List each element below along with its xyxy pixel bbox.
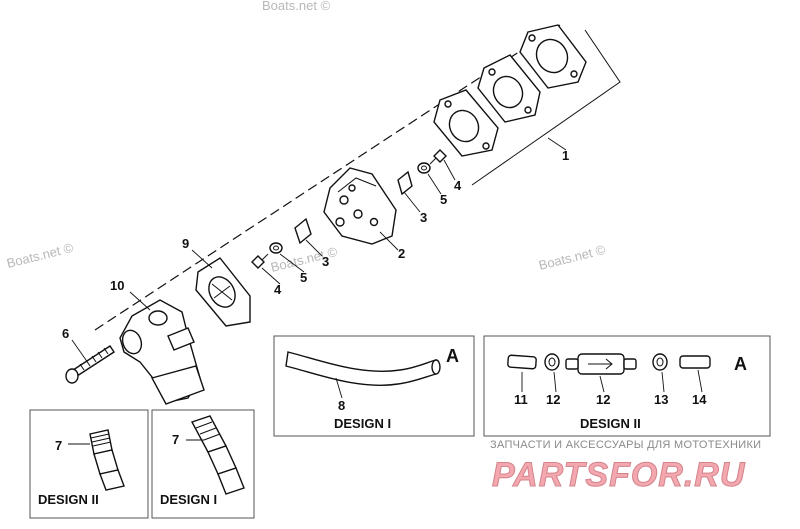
gasket-group-bracket: [471, 29, 621, 186]
design-label: DESIGN II: [38, 492, 99, 507]
screw-upper: [429, 149, 447, 165]
shop-brand-logo: PARTSFOR.RU: [492, 456, 746, 494]
screw-lower: [251, 253, 269, 269]
callout: 12: [596, 392, 610, 407]
callout: 7: [172, 432, 179, 447]
leader-12: [553, 371, 557, 393]
leader-13: [599, 375, 605, 393]
callout: 8: [338, 398, 345, 413]
gasket-middle: [477, 54, 541, 123]
design-i-box-left: [151, 409, 255, 519]
watermark: Boats.net ©: [262, 0, 331, 13]
design-label: DESIGN I: [160, 492, 217, 507]
gasket-small: [433, 89, 499, 157]
leader-4: [261, 267, 281, 285]
watermark: Boats.net ©: [5, 240, 75, 271]
callout: 4: [454, 178, 462, 193]
leader-1: [547, 137, 567, 151]
leader-3: [403, 191, 421, 213]
design-label: DESIGN I: [334, 416, 391, 431]
shop-tagline: ЗАПЧАСТИ И АКСЕССУАРЫ ДЛЯ МОТОТЕХНИКИ: [490, 439, 761, 451]
connector-mark-a: A: [734, 354, 747, 374]
fuel-pump-body: [323, 167, 397, 245]
callout: 12: [546, 392, 560, 407]
design-label: DESIGN II: [580, 416, 641, 431]
gasket-large: [519, 24, 587, 89]
callout: 9: [182, 236, 189, 251]
leader-10: [129, 291, 151, 311]
leader-3: [305, 239, 323, 257]
bolt: [65, 345, 115, 384]
connector-mark-a: A: [446, 346, 459, 366]
leader-8: [335, 377, 343, 399]
callout: 7: [55, 438, 62, 453]
callout: 3: [322, 254, 329, 269]
hose-clamp-right: [652, 353, 668, 371]
callout: 4: [274, 282, 282, 297]
callout: 5: [300, 270, 307, 285]
fitting-7-design-i: [190, 415, 245, 495]
leader-5: [427, 173, 442, 195]
washer-upper: [417, 162, 431, 174]
callout: 2: [398, 246, 405, 261]
clip-upper: [397, 170, 413, 196]
leader-5: [279, 253, 305, 273]
clip-lower: [294, 217, 312, 245]
leader-6: [71, 339, 87, 361]
design-ii-box-left: [29, 409, 149, 519]
leader-14: [697, 369, 703, 393]
callout: 13: [654, 392, 668, 407]
design-i-hose-box: [273, 335, 475, 437]
leader-12: [661, 371, 665, 393]
callout: 11: [514, 392, 528, 407]
leader-4: [443, 159, 456, 181]
watermark: Boats.net ©: [537, 242, 607, 273]
leader-2: [379, 231, 399, 251]
design-ii-filter-box: [483, 335, 771, 437]
hose-short-left: [507, 354, 537, 370]
callout: 5: [440, 192, 447, 207]
fuel-hose: [285, 351, 441, 386]
callout: 10: [110, 278, 124, 293]
fitting-housing: [119, 299, 205, 405]
callout: 1: [562, 148, 569, 163]
gasket-9: [195, 257, 251, 327]
assembly-axis: [94, 24, 561, 331]
callout: 14: [692, 392, 707, 407]
fitting-7-design-ii: [89, 429, 125, 491]
hose-clamp-left: [544, 353, 560, 371]
callout: 6: [62, 326, 69, 341]
hose-short-right: [679, 355, 711, 369]
fuel-filter: [565, 353, 637, 375]
leader-9: [191, 249, 213, 269]
callout: 3: [420, 210, 427, 225]
washer-lower: [269, 242, 283, 254]
